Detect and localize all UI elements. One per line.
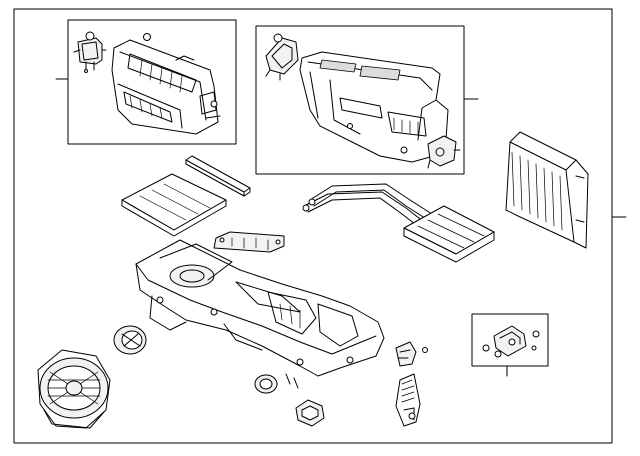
upper-housing-left	[111, 39, 221, 135]
heater-core	[403, 205, 495, 263]
mode-door-actuator	[395, 341, 428, 367]
callout-box-upper-middle	[255, 25, 479, 175]
evaporator-core	[505, 131, 589, 249]
blower-motor	[37, 349, 111, 429]
small-grommet	[254, 374, 278, 394]
duct-seal	[295, 399, 325, 427]
small-washer	[143, 33, 151, 41]
filter-door-strip	[185, 155, 251, 197]
callout-box-sensor-kit	[471, 313, 549, 377]
callout-box-upper-left	[55, 19, 237, 145]
cabin-air-filter	[121, 173, 227, 237]
blower-resistor	[395, 373, 421, 427]
temperature-actuator	[427, 135, 461, 169]
diagram-frame	[13, 8, 613, 444]
upper-housing-right	[299, 51, 449, 163]
blend-door-actuator-right	[265, 33, 299, 81]
blend-door-actuator	[73, 31, 107, 73]
grommet-seal	[113, 325, 147, 355]
heater-core-tubes	[302, 183, 433, 229]
seal-strip	[213, 231, 285, 253]
sensor-kit	[482, 325, 540, 358]
lower-case-assembly	[135, 239, 385, 389]
